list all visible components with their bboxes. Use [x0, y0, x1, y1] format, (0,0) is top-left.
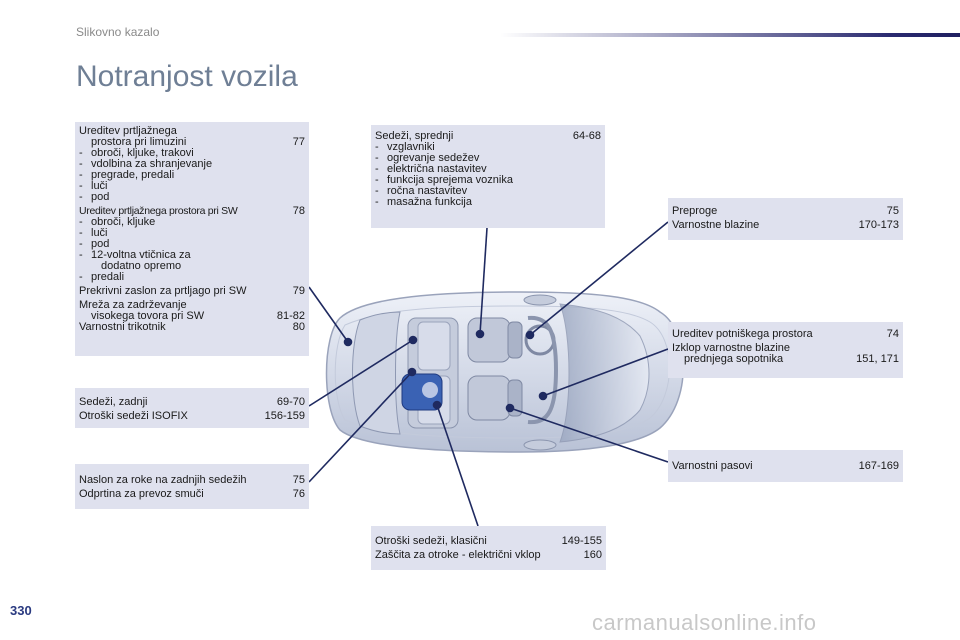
- trunk-item: pod: [91, 191, 110, 203]
- front-seats-page: 64-68: [572, 130, 601, 142]
- trunk-item: pregrade, predali: [91, 169, 175, 181]
- passenger-page: 74: [886, 328, 899, 340]
- page-title: Notranjost vozila: [76, 60, 298, 93]
- dash: -: [79, 147, 83, 159]
- dash: -: [79, 249, 83, 261]
- dash: -: [79, 180, 83, 192]
- leader-armrest: [308, 371, 413, 483]
- belts-page: 167-169: [858, 460, 899, 472]
- trunk-triangle-page: 80: [292, 321, 305, 333]
- front-seats-title: Sedeži, sprednji: [375, 130, 454, 142]
- child-seats-label: Otroški sedeži, klasični: [375, 535, 487, 547]
- leader-belts: [509, 407, 669, 463]
- watermark: carmanualsonline.info: [592, 610, 817, 635]
- trunk-sw-item: obroči, kljuke: [91, 216, 156, 228]
- airbags-label: Varnostne blazine: [672, 219, 760, 231]
- box-rear-seats: Sedeži, zadnji 69-70 Otroški sedeži ISOFI…: [75, 388, 309, 428]
- mats-label: Preproge: [672, 205, 718, 217]
- leader-passenger: [542, 348, 669, 397]
- trunk-page: 77: [292, 136, 305, 148]
- trunk-item: obroči, kljuke, trakovi: [91, 147, 194, 159]
- trunk-sw-item: 12-voltna vtičnica za: [91, 249, 191, 261]
- dash: -: [79, 158, 83, 170]
- dash: -: [375, 163, 379, 175]
- dash: -: [79, 227, 83, 239]
- dash: -: [375, 196, 379, 208]
- dash: -: [375, 174, 379, 186]
- rear-seats-label: Sedeži, zadnji: [79, 396, 148, 408]
- trunk-net: Mreža za zadrževanje: [79, 299, 187, 311]
- dash: -: [375, 141, 379, 153]
- leader-rear-seats: [308, 339, 414, 407]
- trunk-cover-page: 79: [292, 285, 305, 297]
- child-lock-label: Zaščita za otroke - električni vklop: [375, 549, 541, 561]
- front-seats-item: ogrevanje sedežev: [387, 152, 480, 164]
- mats-page: 75: [886, 205, 899, 217]
- box-mats: Preproge 75 Varnostne blazine 170-173: [668, 198, 903, 240]
- trunk-sw-item: pod: [91, 238, 110, 250]
- dash: -: [79, 238, 83, 250]
- trunk-sw-item-cont: dodatno opremo: [101, 260, 182, 272]
- dash: -: [79, 169, 83, 181]
- armrest-label: Naslon za roke na zadnjih sedežih: [79, 474, 247, 486]
- rear-seats-page: 69-70: [276, 396, 305, 408]
- dash: -: [79, 191, 83, 203]
- dash: -: [79, 216, 83, 228]
- header-bar: [500, 33, 960, 37]
- passenger-label: Ureditev potniškega prostora: [672, 328, 813, 340]
- front-seats-item: vzglavniki: [387, 141, 435, 153]
- isofix-page: 156-159: [264, 410, 305, 422]
- ski-page: 76: [292, 488, 305, 500]
- page-number: 330: [10, 603, 32, 618]
- dash: -: [375, 152, 379, 164]
- trunk-title-cont: prostora pri limuzini: [91, 136, 187, 148]
- trunk-item: vdolbina za shranjevanje: [91, 158, 213, 170]
- trunk-title: Ureditev prtljažnega: [79, 125, 177, 137]
- front-seats-item: funkcija sprejema voznika: [387, 174, 513, 186]
- airbag-off-label: Izklop varnostne blazine: [672, 342, 791, 354]
- trunk-item: luči: [91, 180, 108, 192]
- child-seats-page: 149-155: [561, 535, 602, 547]
- leader-trunk: [308, 286, 349, 343]
- trunk-sw-item: luči: [91, 227, 108, 239]
- trunk-sw-page: 78: [292, 205, 305, 217]
- airbag-off-page: 151, 171: [856, 353, 899, 365]
- belts-label: Varnostni pasovi: [672, 460, 753, 472]
- trunk-triangle: Varnostni trikotnik: [79, 321, 166, 333]
- ski-label: Odprtina za prevoz smuči: [79, 488, 204, 500]
- trunk-net-cont: visokega tovora pri SW: [91, 310, 205, 322]
- trunk-net-page: 81-82: [276, 310, 305, 322]
- box-trunk: Ureditev prtljažnega prostora pri limuzi…: [75, 122, 309, 356]
- child-lock-page: 160: [583, 549, 602, 561]
- dash: -: [375, 185, 379, 197]
- leader-child-seats: [436, 404, 479, 527]
- front-seats-item: električna nastavitev: [387, 163, 487, 175]
- section-label: Slikovno kazalo: [76, 25, 160, 39]
- box-armrest: Naslon za roke na zadnjih sedežih 75 Odpr…: [75, 464, 309, 509]
- front-seats-item: ročna nastavitev: [387, 185, 468, 197]
- front-seats-item: masažna funkcija: [387, 196, 472, 208]
- box-belts: Varnostni pasovi 167-169: [668, 450, 903, 482]
- armrest-page: 75: [292, 474, 305, 486]
- trunk-sw-title: Ureditev prtljažnega prostora pri SW: [79, 205, 238, 217]
- airbag-off-cont: prednjega sopotnika: [684, 353, 784, 365]
- box-passenger: Ureditev potniškega prostora 74 Izklop va…: [668, 322, 903, 378]
- dash: -: [79, 271, 83, 283]
- box-child-seats: Otroški sedeži, klasični 149-155 Zaščita …: [371, 526, 606, 570]
- trunk-cover: Prekrivni zaslon za prtljago pri SW: [79, 285, 247, 297]
- isofix-label: Otroški sedeži ISOFIX: [79, 410, 188, 422]
- trunk-sw-item: predali: [91, 271, 125, 283]
- airbags-page: 170-173: [858, 219, 899, 231]
- leader-mats: [529, 221, 669, 336]
- leader-front-seats: [479, 227, 488, 335]
